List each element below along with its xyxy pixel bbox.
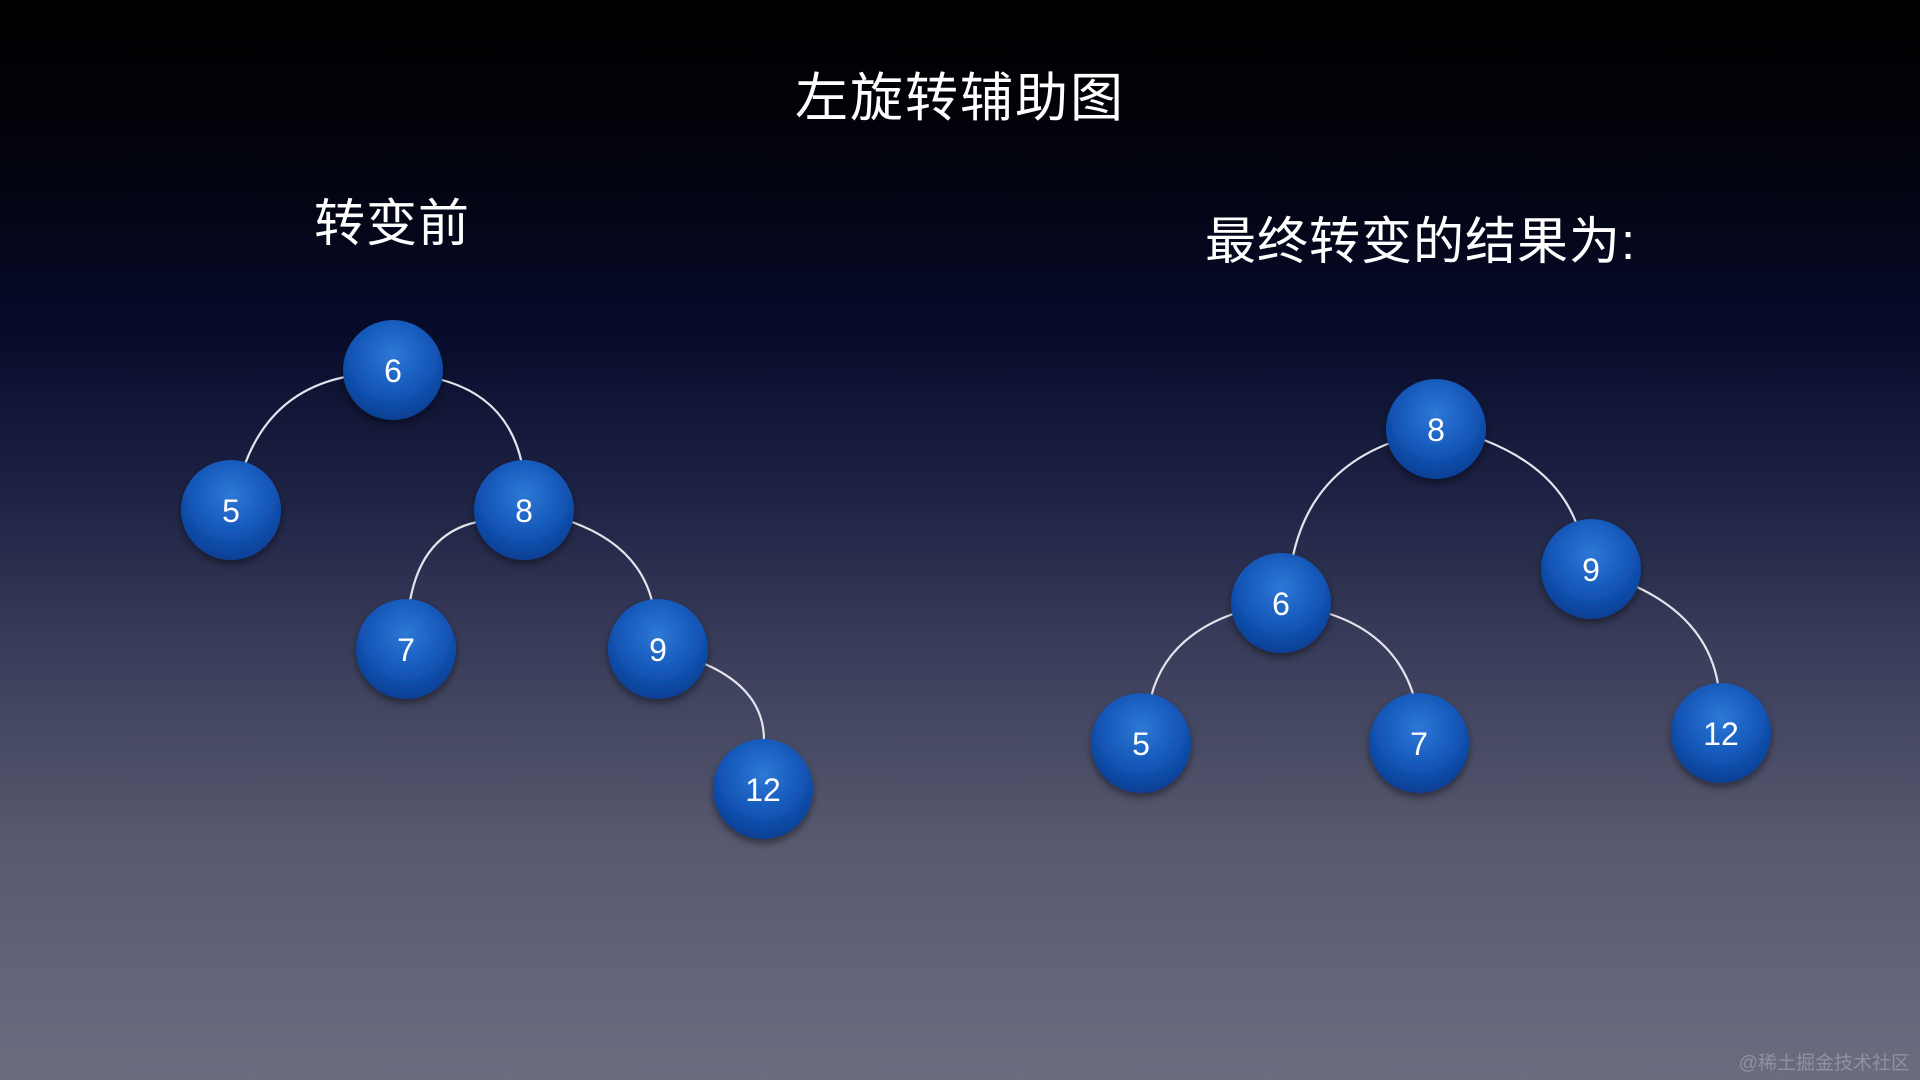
edge-6-7 (1329, 612, 1416, 698)
node-label: 9 (649, 632, 667, 668)
edge-9-12 (1636, 586, 1720, 685)
node-label: 7 (397, 632, 415, 668)
tree-node: 12 (713, 739, 813, 839)
tree-node: 8 (474, 460, 574, 560)
edge-6-8 (441, 378, 524, 465)
tree-node: 5 (1091, 693, 1191, 793)
after-tree-nodes: 8 6 9 5 7 12 (1091, 379, 1771, 793)
edge-8-6 (1291, 441, 1391, 557)
before-tree-edges (243, 375, 766, 741)
tree-node: 7 (1369, 693, 1469, 793)
watermark: @稀土掘金技术社区 (1738, 1053, 1910, 1074)
tree-node: 7 (356, 599, 456, 699)
diagram-title: 左旋转辅助图 (795, 69, 1125, 128)
tree-node: 12 (1671, 683, 1771, 783)
before-tree-nodes: 6 5 8 7 9 12 (181, 320, 813, 839)
tree-node: 6 (1231, 553, 1331, 653)
before-label: 转变前 (314, 195, 471, 252)
node-label: 12 (745, 772, 781, 808)
node-label: 5 (1132, 726, 1150, 762)
edge-9-12 (704, 662, 766, 741)
node-label: 12 (1703, 716, 1739, 752)
tree-node: 5 (181, 460, 281, 560)
edge-8-9 (1483, 438, 1579, 526)
node-label: 6 (1272, 586, 1290, 622)
edge-6-5 (243, 375, 346, 465)
tree-node: 9 (1541, 519, 1641, 619)
after-tree-edges (1149, 438, 1720, 698)
edge-8-7 (408, 520, 478, 602)
node-label: 5 (222, 493, 240, 529)
node-label: 7 (1410, 726, 1428, 762)
node-label: 9 (1582, 552, 1600, 588)
tree-node: 9 (608, 599, 708, 699)
edge-8-9 (571, 520, 654, 602)
edge-6-5 (1149, 612, 1234, 698)
node-label: 8 (1427, 412, 1445, 448)
tree-node: 6 (343, 320, 443, 420)
after-label: 最终转变的结果为: (1205, 213, 1637, 270)
node-label: 6 (384, 353, 402, 389)
node-label: 8 (515, 493, 533, 529)
tree-node: 8 (1386, 379, 1486, 479)
